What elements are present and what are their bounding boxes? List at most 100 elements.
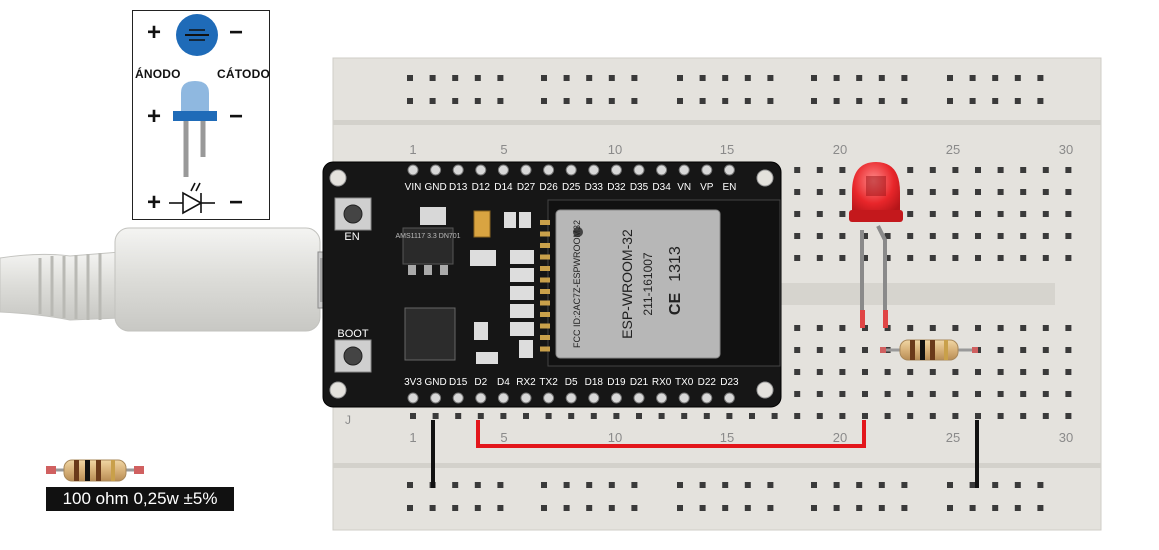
breadboard-hole	[590, 413, 597, 419]
header-pin	[520, 392, 532, 404]
breadboard-hole	[929, 189, 936, 195]
breadboard-hole	[975, 369, 981, 375]
bottom-pin-label: D21	[630, 377, 649, 388]
rail-hole	[429, 98, 436, 104]
led-side-view-icon	[173, 81, 217, 177]
breadboard-hole	[952, 189, 959, 195]
rail-hole	[407, 505, 413, 511]
rail-hole	[699, 75, 706, 81]
breadboard-hole	[1020, 255, 1027, 261]
rail-hole	[992, 98, 999, 104]
col-number: 1	[409, 430, 416, 445]
column-numbers-top: 1 5 10 15 20 25 30	[409, 142, 1073, 157]
bottom-pin-label: D2	[474, 377, 487, 388]
rail-hole	[452, 505, 459, 511]
header-pin	[452, 164, 464, 176]
breadboard-hole	[907, 167, 914, 173]
top-pin-label: D12	[472, 182, 491, 193]
legend-plus-sign: +	[147, 189, 162, 216]
rail-hole	[901, 505, 908, 511]
module-pad	[540, 346, 550, 352]
breadboard-hole	[794, 413, 801, 419]
breadboard-hole	[839, 347, 846, 353]
top-pin-label: D25	[562, 182, 581, 193]
top-pin-label: D13	[449, 182, 468, 193]
col-number: 15	[720, 142, 734, 157]
breadboard-hole	[929, 391, 936, 397]
header-pin	[543, 164, 555, 176]
breadboard-hole	[816, 369, 823, 375]
breadboard-hole	[907, 211, 914, 217]
rail-hole	[429, 75, 436, 81]
rail-hole	[677, 98, 683, 104]
breadboard-hole	[929, 255, 936, 261]
rail-hole	[947, 505, 953, 511]
boot-button[interactable]	[334, 339, 372, 373]
breadboard-hole	[794, 347, 801, 353]
breadboard-hole	[636, 413, 642, 419]
breadboard-hole	[862, 255, 868, 261]
rail-hole	[969, 505, 976, 511]
breadboard-hole	[1020, 211, 1027, 217]
col-number: 20	[833, 142, 847, 157]
header-pin	[475, 392, 487, 404]
breadboard-hole	[862, 413, 868, 419]
rail-hole	[856, 505, 863, 511]
header-pin	[543, 392, 555, 404]
breadboard-hole	[975, 233, 981, 239]
top-pin-label: D34	[652, 182, 671, 193]
rail-hole	[767, 482, 774, 488]
header-pin	[520, 164, 532, 176]
rail-hole	[497, 505, 504, 511]
header-pin	[633, 164, 645, 176]
breadboard-hole	[1042, 347, 1049, 353]
breadboard-hole	[997, 391, 1004, 397]
breadboard-hole	[952, 255, 959, 261]
module-pad	[540, 289, 550, 294]
breadboard-hole	[1065, 167, 1072, 173]
header-pin	[610, 164, 622, 176]
esp-wroom-32-module: ESP-WROOM-32 211-161007 CE 1313 FCC ID:2…	[540, 199, 781, 367]
header-pin	[407, 392, 419, 404]
rail-hole	[856, 482, 863, 488]
row-letter-j: J	[345, 413, 351, 427]
breadboard-hole	[432, 413, 439, 419]
breadboard-hole	[907, 369, 914, 375]
wires	[431, 420, 979, 488]
breadboard-hole	[1020, 347, 1027, 353]
legend-resistor	[46, 459, 144, 482]
breadboard-hole	[1020, 325, 1027, 331]
rail-hole	[631, 98, 638, 104]
breadboard-hole	[884, 369, 891, 375]
header-pin	[723, 392, 735, 404]
breadboard-hole	[1042, 369, 1049, 375]
rail-hole	[811, 482, 817, 488]
en-button[interactable]	[334, 197, 372, 231]
red-led	[849, 162, 903, 328]
rail-hole	[992, 482, 999, 488]
breadboard-hole	[975, 167, 981, 173]
breadboard-hole	[545, 413, 552, 419]
breadboard-hole	[794, 167, 801, 173]
bottom-pin-label: 3V3	[404, 377, 422, 388]
rail-hole	[878, 98, 885, 104]
breadboard-hole	[862, 391, 868, 397]
rail-hole	[586, 482, 593, 488]
breadboard-hole	[862, 233, 868, 239]
en-button-label: EN	[344, 231, 359, 243]
rail-hole	[631, 75, 638, 81]
breadboard-hole	[1042, 167, 1049, 173]
top-pin-label: VIN	[405, 182, 422, 193]
breadboard-hole	[884, 413, 891, 419]
bottom-pin-label: RX2	[516, 377, 536, 388]
legend-minus-sign: −	[229, 189, 244, 216]
rail-hole	[878, 75, 885, 81]
top-pin-label: D14	[494, 182, 513, 193]
rail-hole	[563, 75, 570, 81]
rail-hole	[541, 482, 547, 488]
header-pin	[497, 392, 509, 404]
legend-plus-sign: +	[147, 19, 162, 46]
rail-hole	[901, 98, 908, 104]
header-pin	[723, 164, 735, 176]
